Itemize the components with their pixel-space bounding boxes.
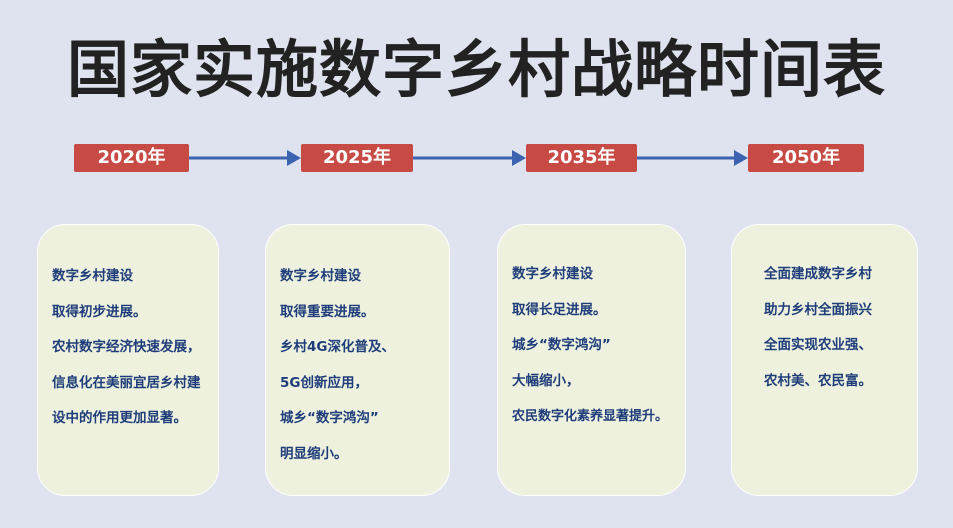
card-text-line: 数字乡村建设 [512, 266, 593, 282]
arrow-icon [189, 150, 301, 166]
card-text-line: 5G创新应用， [280, 374, 368, 391]
milestone-card-2035: 数字乡村建设 取得长足进展。 城乡“数字鸿沟” 大幅缩小， 农民数字化素养显著提… [497, 224, 686, 496]
card-text-line: 明显缩小。 [280, 445, 348, 462]
card-text-line: 全面建成数字乡村 [764, 266, 872, 282]
arrow-icon [637, 150, 748, 166]
arrow-icon [413, 150, 526, 166]
card-text-line: 取得重要进展。 [280, 303, 375, 320]
card-text-line: 取得长足进展。 [512, 301, 607, 318]
card-text-line: 数字乡村建设 [52, 268, 133, 284]
card-text-line: 大幅缩小， [512, 372, 580, 389]
card-text-line: 城乡“数字鸿沟” [512, 337, 611, 353]
page-title: 国家实施数字乡村战略时间表 [66, 33, 886, 106]
year-badge-2035: 2035年 [526, 144, 637, 172]
milestone-card-2020: 数字乡村建设 取得初步进展。 农村数字经济快速发展， 信息化在美丽宜居乡村建 设… [37, 224, 219, 496]
card-text-line: 助力乡村全面振兴 [764, 301, 872, 318]
card-text-line: 数字乡村建设 [280, 268, 361, 284]
card-text-line: 农民数字化素养显著提升。 [512, 409, 669, 424]
card-text-line: 信息化在美丽宜居乡村建 [52, 374, 201, 391]
milestone-card-2025: 数字乡村建设 取得重要进展。 乡村4G深化普及、 5G创新应用， 城乡“数字鸿沟… [265, 224, 450, 496]
card-text-line: 乡村4G深化普及、 [280, 339, 395, 355]
card-text-line: 设中的作用更加显著。 [52, 410, 187, 426]
card-text-line: 城乡“数字鸿沟” [280, 410, 379, 426]
card-text-line: 取得初步进展。 [52, 303, 147, 320]
year-badge-2050: 2050年 [748, 144, 864, 172]
year-badge-2025: 2025年 [301, 144, 413, 172]
card-text-line: 农村数字经济快速发展， [52, 339, 201, 355]
card-text-line: 全面实现农业强、 [764, 337, 872, 353]
milestone-card-2050: 全面建成数字乡村 助力乡村全面振兴 全面实现农业强、 农村美、农民富。 [731, 224, 918, 496]
card-text-line: 农村美、农民富。 [764, 372, 872, 389]
year-badge-2020: 2020年 [74, 144, 189, 172]
